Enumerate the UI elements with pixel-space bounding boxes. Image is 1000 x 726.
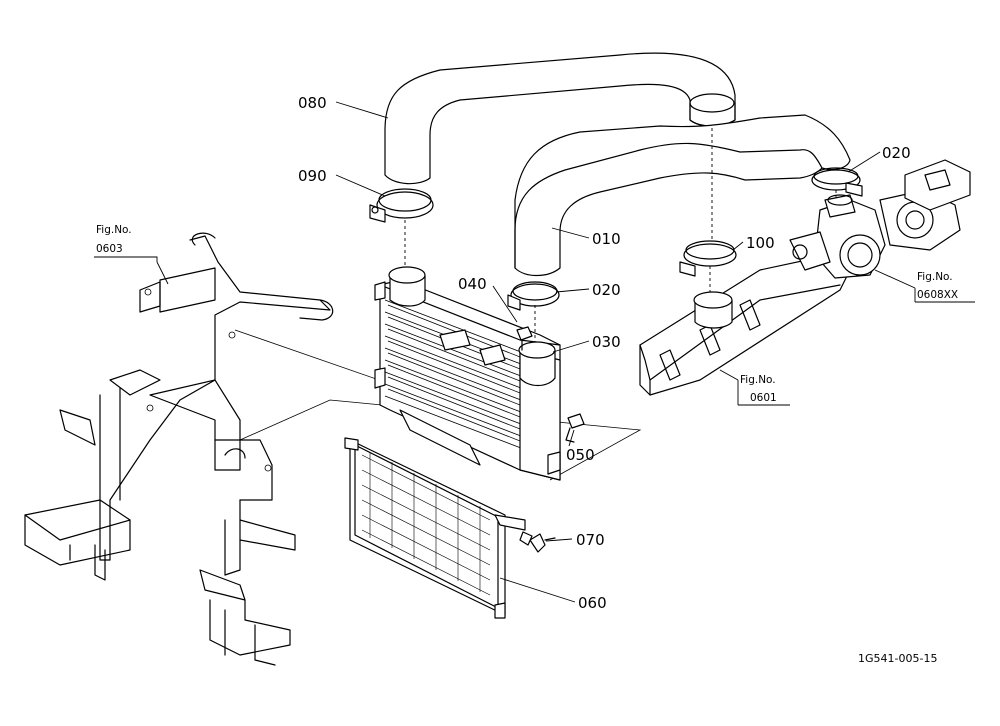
figure-reference-heading: Fig.No.: [740, 374, 776, 386]
part-label-050: 050: [566, 446, 595, 464]
drawing-number: 1G541-005-15: [858, 652, 937, 665]
part-label-090: 090: [298, 167, 327, 185]
clamp-020-lower: [507, 281, 560, 342]
part-label-060: 060: [578, 594, 607, 612]
figure-reference-heading: Fig.No.: [917, 271, 953, 283]
leader-lines: [156, 101, 916, 603]
part-labels: 080 090 020 010 100 040 020 030 050 070 …: [298, 94, 911, 612]
hose-080: [384, 52, 736, 185]
figure-reference-0603[interactable]: Fig.No. 0603: [94, 224, 158, 262]
screen-060: [344, 437, 526, 619]
part-label-010: 010: [592, 230, 621, 248]
part-label-040: 040: [458, 275, 487, 293]
clamp-090: [369, 188, 434, 268]
figure-reference-number: 0603: [96, 243, 123, 255]
clamp-020-upper: [811, 167, 863, 205]
intercooler-030: [374, 266, 561, 481]
part-label-030: 030: [592, 333, 621, 351]
bolt-050: [565, 413, 585, 443]
figure-reference-0608xx[interactable]: Fig.No. 0608XX: [914, 271, 975, 303]
part-label-080: 080: [298, 94, 327, 112]
turbocharger: [789, 159, 971, 279]
part-label-070: 070: [576, 531, 605, 549]
bolt-040: [516, 326, 533, 351]
figure-reference-number: 0608XX: [917, 289, 958, 301]
figure-reference-number: 0601: [750, 392, 777, 404]
clamp-100: [679, 128, 737, 300]
part-label-020-upper: 020: [882, 144, 911, 162]
figure-reference-0601[interactable]: Fig.No. 0601: [737, 374, 790, 406]
wing-bolt-070: [519, 531, 556, 553]
figure-reference-heading: Fig.No.: [96, 224, 132, 236]
part-label-020-lower: 020: [592, 281, 621, 299]
part-label-100: 100: [746, 234, 775, 252]
intake-manifold: [639, 254, 851, 396]
